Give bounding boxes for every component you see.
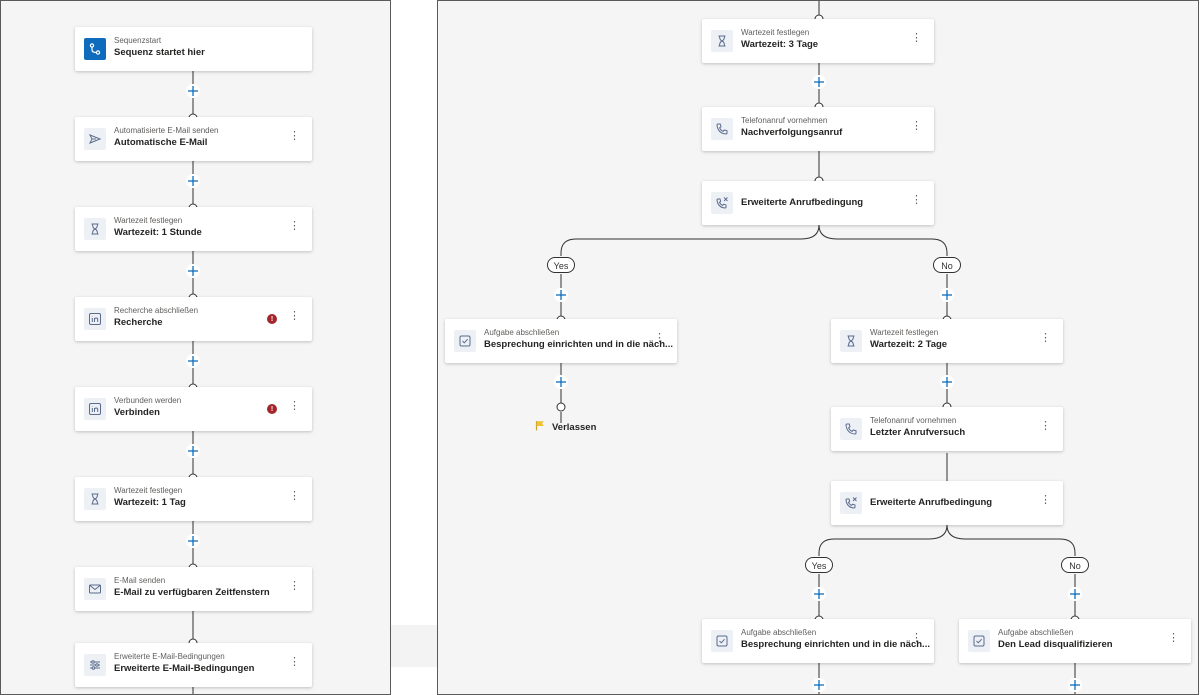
exit-flag-icon bbox=[535, 421, 544, 431]
step-card-research[interactable]: Recherche abschließen Recherche ! ⋮ bbox=[75, 297, 312, 341]
more-options-icon[interactable]: ⋮ bbox=[911, 32, 922, 44]
step-card-wait-1-day[interactable]: Wartezeit festlegen Wartezeit: 1 Tag ⋮ bbox=[75, 477, 312, 521]
hourglass-icon bbox=[84, 218, 106, 240]
mail-icon bbox=[84, 578, 106, 600]
canvas-gap bbox=[391, 625, 437, 667]
step-title: Verbinden bbox=[114, 407, 160, 418]
step-subtitle: Wartezeit festlegen bbox=[870, 328, 939, 337]
linkedin-icon bbox=[84, 308, 106, 330]
step-card-task-meeting-1[interactable]: Aufgabe abschließen Besprechung einricht… bbox=[445, 319, 677, 363]
step-title: Wartezeit: 3 Tage bbox=[741, 39, 819, 50]
step-card-email-conditions[interactable]: Erweiterte E-Mail-Bedingungen Erweiterte… bbox=[75, 643, 312, 687]
task-icon bbox=[711, 630, 733, 652]
sliders-icon bbox=[84, 654, 106, 676]
more-options-icon[interactable]: ⋮ bbox=[1040, 494, 1051, 506]
more-options-icon[interactable]: ⋮ bbox=[289, 490, 300, 502]
step-card-call-condition-2[interactable]: Erweiterte Anrufbedingung ⋮ bbox=[831, 481, 1063, 525]
step-title: Besprechung einrichten und in die näch..… bbox=[484, 339, 673, 350]
step-card-wait-2-days[interactable]: Wartezeit festlegen Wartezeit: 2 Tage ⋮ bbox=[831, 319, 1063, 363]
more-options-icon[interactable]: ⋮ bbox=[1040, 332, 1051, 344]
left-sequence-canvas: Sequenzstart Sequenz startet hier Automa… bbox=[0, 0, 391, 695]
step-card-email-slots[interactable]: E-Mail senden E-Mail zu verfügbaren Zeit… bbox=[75, 567, 312, 611]
more-options-icon[interactable]: ⋮ bbox=[289, 580, 300, 592]
step-card-task-meeting-2[interactable]: Aufgabe abschließen Besprechung einricht… bbox=[702, 619, 934, 663]
step-subtitle: Automatisierte E-Mail senden bbox=[114, 126, 219, 135]
hourglass-icon bbox=[711, 30, 733, 52]
step-title: Erweiterte E-Mail-Bedingungen bbox=[114, 663, 255, 674]
send-icon bbox=[84, 128, 106, 150]
step-card-task-disqualify-lead[interactable]: Aufgabe abschließen Den Lead disqualifiz… bbox=[959, 619, 1191, 663]
step-subtitle: Telefonanruf vornehmen bbox=[741, 116, 828, 125]
branch-no-label: No bbox=[933, 257, 961, 273]
error-icon: ! bbox=[267, 314, 277, 324]
step-subtitle: Wartezeit festlegen bbox=[114, 486, 183, 495]
phone-condition-icon bbox=[840, 492, 862, 514]
step-card-wait-1-hour[interactable]: Wartezeit festlegen Wartezeit: 1 Stunde … bbox=[75, 207, 312, 251]
step-title: Automatische E-Mail bbox=[114, 137, 208, 148]
hourglass-icon bbox=[840, 330, 862, 352]
branch-no-label: No bbox=[1061, 557, 1089, 573]
phone-icon bbox=[711, 118, 733, 140]
step-title: Erweiterte Anrufbedingung bbox=[741, 197, 864, 208]
task-icon bbox=[454, 330, 476, 352]
more-options-icon[interactable]: ⋮ bbox=[1040, 420, 1051, 432]
step-title: Letzter Anrufversuch bbox=[870, 427, 966, 438]
hourglass-icon bbox=[84, 488, 106, 510]
phone-condition-icon bbox=[711, 192, 733, 214]
more-options-icon[interactable]: ⋮ bbox=[289, 656, 300, 668]
more-options-icon[interactable]: ⋮ bbox=[289, 130, 300, 142]
more-options-icon[interactable]: ⋮ bbox=[289, 400, 300, 412]
step-subtitle: Telefonanruf vornehmen bbox=[870, 416, 957, 425]
step-subtitle: Aufgabe abschließen bbox=[998, 628, 1074, 637]
step-card-connect[interactable]: Verbunden werden Verbinden ! ⋮ bbox=[75, 387, 312, 431]
step-subtitle: Recherche abschließen bbox=[114, 306, 199, 315]
step-subtitle: Wartezeit festlegen bbox=[741, 28, 810, 37]
step-title: Den Lead disqualifizieren bbox=[998, 639, 1113, 650]
step-title: Wartezeit: 2 Tage bbox=[870, 339, 948, 350]
more-options-icon[interactable]: ⋮ bbox=[654, 332, 665, 344]
step-title: Erweiterte Anrufbedingung bbox=[870, 497, 993, 508]
phone-icon bbox=[840, 418, 862, 440]
step-card-wait-3-days[interactable]: Wartezeit festlegen Wartezeit: 3 Tage ⋮ bbox=[702, 19, 934, 63]
more-options-icon[interactable]: ⋮ bbox=[911, 632, 922, 644]
step-title: Wartezeit: 1 Tag bbox=[114, 497, 186, 508]
step-subtitle: Wartezeit festlegen bbox=[114, 216, 183, 225]
step-card-automated-email[interactable]: Automatisierte E-Mail senden Automatisch… bbox=[75, 117, 312, 161]
step-title: Wartezeit: 1 Stunde bbox=[114, 227, 202, 238]
step-title: Nachverfolgungsanruf bbox=[741, 127, 843, 138]
step-subtitle: Erweiterte E-Mail-Bedingungen bbox=[114, 652, 225, 661]
step-title: Sequenz startet hier bbox=[114, 47, 205, 58]
more-options-icon[interactable]: ⋮ bbox=[289, 220, 300, 232]
step-subtitle: Verbunden werden bbox=[114, 396, 182, 405]
branch-yes-label: Yes bbox=[547, 257, 575, 273]
error-icon: ! bbox=[267, 404, 277, 414]
step-subtitle: E-Mail senden bbox=[114, 576, 166, 585]
more-options-icon[interactable]: ⋮ bbox=[911, 120, 922, 132]
step-card-last-call[interactable]: Telefonanruf vornehmen Letzter Anrufvers… bbox=[831, 407, 1063, 451]
step-title: E-Mail zu verfügbaren Zeitfenstern bbox=[114, 587, 270, 598]
step-subtitle: Aufgabe abschließen bbox=[741, 628, 817, 637]
step-card-sequence-start[interactable]: Sequenzstart Sequenz startet hier bbox=[75, 27, 312, 71]
step-card-followup-call[interactable]: Telefonanruf vornehmen Nachverfolgungsan… bbox=[702, 107, 934, 151]
exit-label: Verlassen bbox=[552, 422, 597, 433]
more-options-icon[interactable]: ⋮ bbox=[911, 194, 922, 206]
step-title: Recherche bbox=[114, 317, 163, 328]
step-subtitle: Aufgabe abschließen bbox=[484, 328, 560, 337]
step-subtitle: Sequenzstart bbox=[114, 36, 162, 45]
linkedin-icon bbox=[84, 398, 106, 420]
more-options-icon[interactable]: ⋮ bbox=[1168, 632, 1179, 644]
more-options-icon[interactable]: ⋮ bbox=[289, 310, 300, 322]
task-icon bbox=[968, 630, 990, 652]
step-card-call-condition-1[interactable]: Erweiterte Anrufbedingung ⋮ bbox=[702, 181, 934, 225]
branch-yes-label: Yes bbox=[805, 557, 833, 573]
step-title: Besprechung einrichten und in die näch..… bbox=[741, 639, 930, 650]
sequence-start-icon bbox=[84, 38, 106, 60]
right-sequence-canvas: Wartezeit festlegen Wartezeit: 3 Tage ⋮ … bbox=[437, 0, 1199, 695]
